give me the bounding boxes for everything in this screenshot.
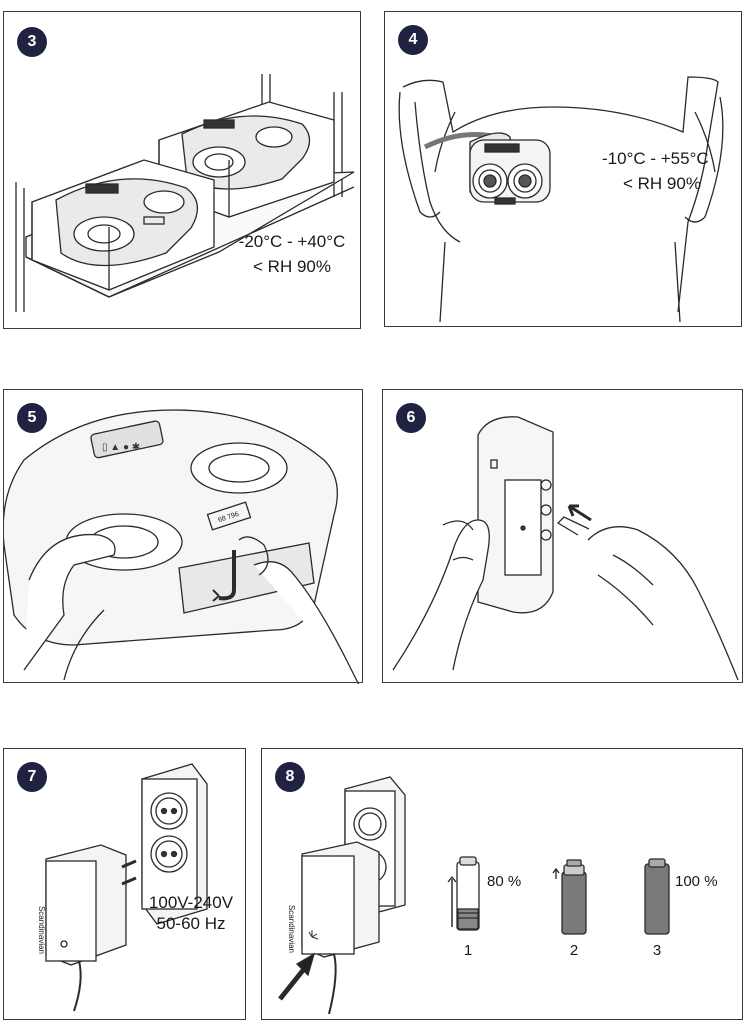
step-5-panel: 5 ▯ ▲ ● ✱ 68 796 xyxy=(3,389,363,684)
step-3-humidity: < RH 90% xyxy=(253,257,331,276)
step-3-temp-range: -20°C - +40°C xyxy=(238,232,346,251)
charge-state-3-index: 3 xyxy=(652,942,662,959)
storage-shelf-illustration xyxy=(15,74,355,312)
step-7-badge: 7 xyxy=(17,762,47,792)
step-8-panel: 8 xyxy=(261,748,743,1020)
step-6-panel: 6 xyxy=(382,389,743,683)
step-4-humidity: < RH 90% xyxy=(623,174,701,193)
step-5-badge: 5 xyxy=(17,403,47,433)
step-4-badge: 4 xyxy=(398,25,428,55)
charge-state-3-percent: 100 % xyxy=(675,873,718,890)
charge-state-1-percent: 80 % xyxy=(487,873,522,890)
step-3-badge: 3 xyxy=(17,27,47,57)
step-8-adapter-brand: Scandinavian xyxy=(287,904,296,954)
battery-removal-illustration: ▯ ▲ ● ✱ xyxy=(4,409,360,684)
step-4-panel: 4 -10°C - +55°C < RH 90% xyxy=(384,11,742,327)
step-4-temp-range: -10°C - +55°C xyxy=(602,149,709,168)
step-3-panel: 3 -20°C - +40°C < RH 90% xyxy=(3,11,361,329)
plug-charger-cable-illustration xyxy=(392,416,739,681)
step-7-frequency: 50-60 Hz xyxy=(156,914,226,933)
svg-text:▯ ▲ ● ✱: ▯ ▲ ● ✱ xyxy=(102,442,140,453)
charge-state-1-index: 1 xyxy=(463,942,473,959)
charging-indicator-illustration xyxy=(278,776,670,1015)
step-7-panel: 7 Scandinavian 100V-240V 50-60 Hz xyxy=(3,748,246,1020)
adapter-and-outlet-illustration xyxy=(45,763,208,1012)
charge-state-2-index: 2 xyxy=(569,942,579,959)
step-6-badge: 6 xyxy=(396,403,426,433)
step-7-voltage: 100V-240V xyxy=(148,893,234,912)
step-7-adapter-brand: Scandinavian xyxy=(37,905,46,955)
step-8-badge: 8 xyxy=(275,762,305,792)
worn-on-waist-illustration xyxy=(398,76,724,323)
